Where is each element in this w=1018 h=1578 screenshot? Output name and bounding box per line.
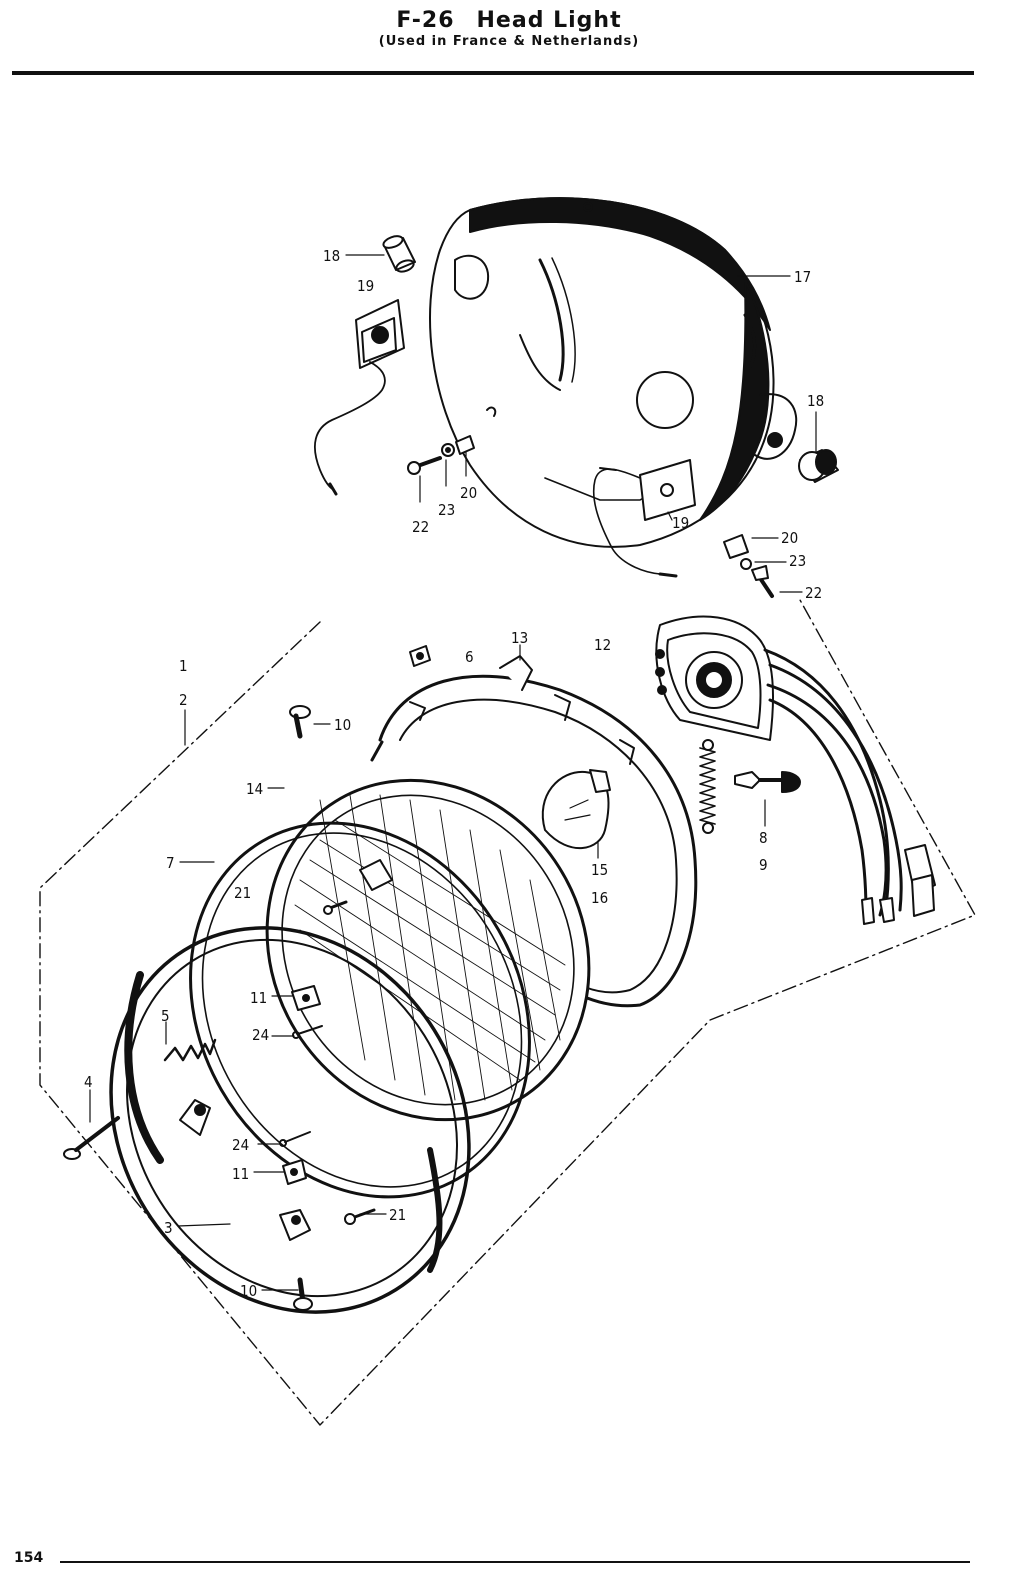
leader-3 [177, 1223, 231, 1227]
callout-6: 6 [465, 648, 474, 666]
callout-14: 14 [246, 780, 263, 798]
callout-23-right: 23 [789, 552, 806, 570]
page-title: F-26 Head Light [0, 8, 1018, 33]
section-title: Head Light [476, 8, 622, 33]
callout-19-right: 19 [672, 514, 689, 532]
callout-9: 9 [759, 856, 768, 874]
callout-1: 1 [179, 657, 188, 675]
nut-clip-upper [291, 985, 321, 1011]
light-case-ring [370, 655, 698, 1008]
outer-rim [109, 926, 471, 1314]
callout-22-right: 22 [805, 584, 822, 602]
assembly-group-outline [39, 599, 976, 1426]
callout-3: 3 [164, 1219, 173, 1237]
mount-bolt-left [407, 435, 475, 475]
callout-19-left: 19 [357, 277, 374, 295]
callout-20-left: 20 [460, 484, 477, 502]
screw-upper [289, 705, 311, 739]
callout-2: 2 [179, 691, 188, 709]
callout-8: 8 [759, 829, 768, 847]
page-number: 154 [14, 1550, 44, 1566]
section-code: F-26 [396, 8, 455, 33]
screw-lower [293, 1277, 313, 1311]
callout-18-right: 18 [807, 392, 824, 410]
callout-22-left: 22 [412, 518, 429, 536]
callout-20-right: 20 [781, 529, 798, 547]
screw-21-lower [344, 1208, 376, 1225]
callout-13: 13 [511, 629, 528, 647]
callout-12: 12 [594, 636, 611, 654]
headlight-case [429, 197, 798, 578]
page-header: F-26 Head Light (Used in France & Netherl… [0, 8, 1018, 49]
callout-18-left: 18 [323, 247, 340, 265]
callout-10-lower: 10 [240, 1282, 257, 1300]
rubber-bush-right [798, 449, 839, 483]
callout-10-upper: 10 [334, 716, 351, 734]
callout-16: 16 [591, 889, 608, 907]
callout-17: 17 [794, 268, 811, 286]
nut-clip-lower [282, 1159, 307, 1185]
callout-7: 7 [166, 854, 175, 872]
cotter-pin-upper [292, 1025, 323, 1039]
position-bulb [734, 771, 801, 793]
adjusting-screw [63, 1116, 120, 1160]
ground-bracket [314, 299, 405, 496]
leader-19b [667, 511, 673, 521]
callout-11-upper: 11 [250, 989, 267, 1007]
headlight-bulb [541, 769, 611, 849]
callout-4: 4 [84, 1073, 93, 1091]
footer-rule [60, 1561, 970, 1563]
square-nut-top [409, 645, 431, 667]
callout-5: 5 [161, 1007, 170, 1025]
cotter-pin-lower [279, 1131, 311, 1147]
callout-11-lower: 11 [232, 1165, 249, 1183]
tension-spring [699, 739, 716, 834]
callout-23-left: 23 [438, 501, 455, 519]
callout-15: 15 [591, 861, 608, 879]
screw-21-upper [323, 900, 348, 915]
bulb-socket-cord [655, 615, 936, 925]
rubber-bush-left [382, 235, 416, 273]
callout-21-upper: 21 [234, 884, 251, 902]
callout-21-lower: 21 [389, 1206, 406, 1224]
adjusting-spring [163, 1038, 217, 1062]
header-rule [12, 71, 974, 75]
callout-24-upper: 24 [252, 1026, 269, 1044]
page-subtitle: (Used in France & Netherlands) [378, 34, 640, 49]
callout-24-lower: 24 [232, 1136, 249, 1154]
mount-bolt-right [723, 534, 774, 598]
